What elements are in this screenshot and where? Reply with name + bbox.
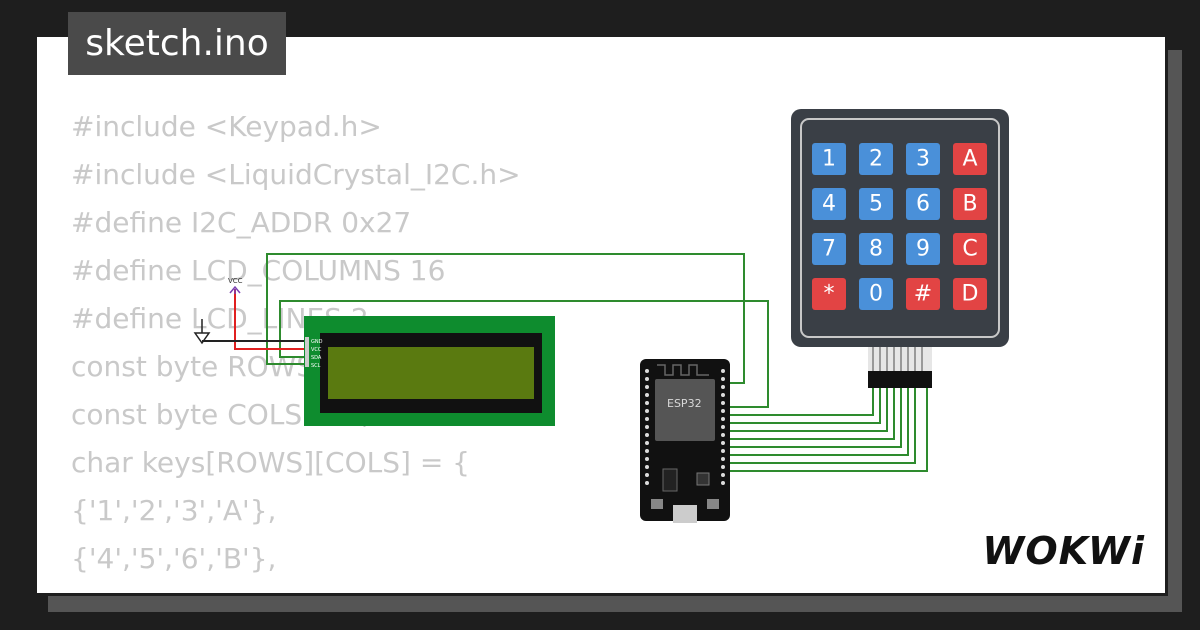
reset-button bbox=[707, 499, 719, 509]
key-label: 9 bbox=[916, 237, 930, 262]
keypad: 1 2 3 A 4 5 6 B 7 8 9 C * 0 # D bbox=[791, 109, 1009, 388]
esp32-board: ESP32 bbox=[640, 359, 730, 523]
code-line: {'7','8','9','C'}, bbox=[71, 583, 521, 593]
key-label: 5 bbox=[869, 192, 883, 217]
keypad-key-0[interactable]: 0 bbox=[859, 278, 893, 310]
lcd-pin-label: SCL bbox=[311, 363, 321, 369]
keypad-key-c[interactable]: C bbox=[953, 233, 987, 265]
key-label: C bbox=[962, 237, 977, 262]
lcd-display: GND VCC SDA SCL bbox=[304, 316, 555, 426]
keypad-key-3[interactable]: 3 bbox=[906, 143, 940, 175]
code-line: #define LCD_COLUMNS 16 bbox=[71, 254, 446, 287]
keypad-key-d[interactable]: D bbox=[953, 278, 987, 310]
wokwi-logo: WOKWi bbox=[982, 529, 1145, 573]
key-label: 0 bbox=[869, 282, 883, 307]
wire-scl bbox=[266, 253, 745, 384]
code-line: #define I2C_ADDR 0x27 bbox=[71, 206, 412, 239]
keypad-key-hash[interactable]: # bbox=[906, 278, 940, 310]
lcd-screen bbox=[328, 347, 534, 399]
key-label: D bbox=[962, 282, 979, 307]
vcc-label: VCC bbox=[228, 277, 243, 285]
key-label: B bbox=[962, 192, 977, 217]
key-label: 4 bbox=[822, 192, 836, 217]
keypad-key-7[interactable]: 7 bbox=[812, 233, 846, 265]
usb-port bbox=[673, 505, 697, 523]
lcd-pin-label: SDA bbox=[311, 355, 322, 361]
keypad-key-4[interactable]: 4 bbox=[812, 188, 846, 220]
keypad-key-star[interactable]: * bbox=[812, 278, 846, 310]
keypad-border bbox=[800, 118, 1000, 338]
esp32-antenna bbox=[657, 364, 709, 376]
keypad-key-a[interactable]: A bbox=[953, 143, 987, 175]
keypad-key-b[interactable]: B bbox=[953, 188, 987, 220]
ground-symbol bbox=[193, 319, 211, 345]
lcd-pin-header: GND VCC SDA SCL bbox=[305, 337, 323, 369]
key-label: 6 bbox=[916, 192, 930, 217]
code-line: char keys[ROWS][COLS] = { bbox=[71, 446, 470, 479]
esp32-module-shield bbox=[655, 379, 715, 441]
keypad-wires bbox=[727, 388, 928, 472]
keypad-key-1[interactable]: 1 bbox=[812, 143, 846, 175]
regulator-chip bbox=[662, 468, 678, 492]
esp32-label: ESP32 bbox=[667, 397, 702, 410]
file-tab[interactable]: sketch.ino bbox=[68, 12, 286, 75]
wire-sda bbox=[279, 300, 769, 408]
lcd-pin-label: VCC bbox=[311, 347, 322, 353]
keypad-connector bbox=[868, 347, 932, 388]
key-label: # bbox=[914, 282, 932, 307]
lcd-pin-label: GND bbox=[311, 339, 323, 345]
esp32-pins-right bbox=[721, 369, 725, 485]
key-label: * bbox=[824, 282, 835, 307]
keypad-key-2[interactable]: 2 bbox=[859, 143, 893, 175]
key-label: 1 bbox=[822, 147, 836, 172]
key-label: A bbox=[962, 147, 977, 172]
keypad-key-8[interactable]: 8 bbox=[859, 233, 893, 265]
boot-button bbox=[651, 499, 663, 509]
lcd-wires bbox=[202, 253, 769, 408]
usb-chip bbox=[696, 472, 710, 486]
key-label: 2 bbox=[869, 147, 883, 172]
preview-card: #include <Keypad.h> #include <LiquidCryst… bbox=[34, 34, 1168, 596]
esp32-pins-left bbox=[645, 369, 649, 485]
keypad-key-5[interactable]: 5 bbox=[859, 188, 893, 220]
key-label: 7 bbox=[822, 237, 836, 262]
key-label: 3 bbox=[916, 147, 930, 172]
keypad-key-6[interactable]: 6 bbox=[906, 188, 940, 220]
code-line: #include <LiquidCrystal_I2C.h> bbox=[71, 158, 521, 191]
code-line: #include <Keypad.h> bbox=[71, 110, 382, 143]
keypad-key-9[interactable]: 9 bbox=[906, 233, 940, 265]
code-line: {'4','5','6','B'}, bbox=[71, 542, 277, 575]
circuit-diagram: VCC GND VCC SDA SCL bbox=[193, 109, 1009, 523]
wire-vcc bbox=[234, 289, 305, 350]
vcc-symbol: VCC bbox=[228, 277, 243, 294]
key-label: 8 bbox=[869, 237, 883, 262]
code-line: {'1','2','3','A'}, bbox=[71, 494, 277, 527]
